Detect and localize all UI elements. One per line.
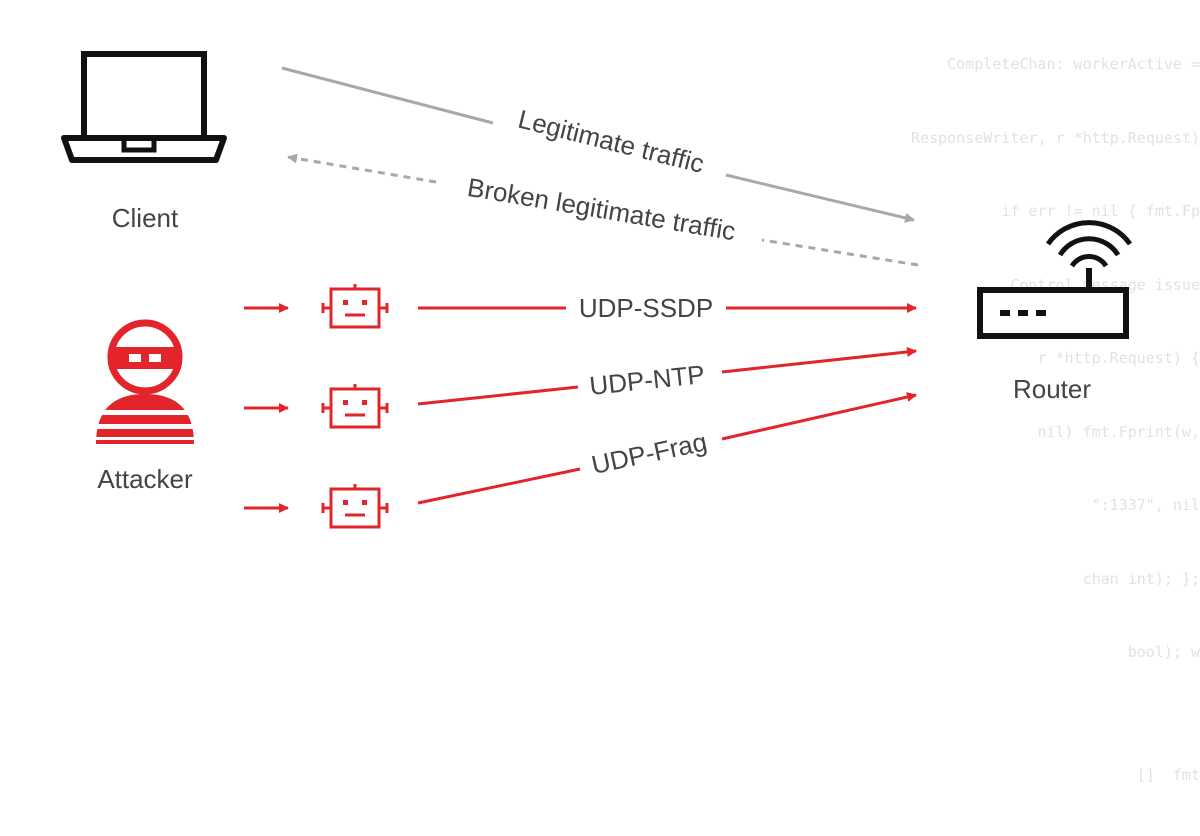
udp-ntp-link: UDP-NTP <box>417 346 917 406</box>
client-label: Client <box>112 203 179 233</box>
legitimate-traffic-label: Legitimate traffic <box>515 104 707 179</box>
bot-icon <box>321 484 389 529</box>
code-line: ResponseWriter, r *http.Request) <box>911 128 1200 147</box>
bot-icon <box>321 284 389 329</box>
code-line: bool); w <box>1127 643 1200 661</box>
code-line: chan int); }; <box>1082 569 1200 588</box>
attacker-label: Attacker <box>97 464 193 494</box>
code-line: if err != nil { fmt.Fp <box>1001 202 1200 220</box>
code-line: nil) fmt.Fprint(w, <box>1037 422 1200 441</box>
udp-ntp-label: UDP-NTP <box>588 359 706 401</box>
diagram-canvas: CompleteChan: workerActive = ResponseWri… <box>61 51 1200 784</box>
router-icon <box>977 220 1133 339</box>
code-line: r *http.Request) { <box>1037 349 1200 367</box>
code-line: CompleteChan: workerActive = <box>947 55 1200 73</box>
udp-frag-label: UDP-Frag <box>589 426 710 480</box>
laptop-icon <box>61 51 227 163</box>
code-line: ":1337", nil <box>1091 496 1200 514</box>
broken-traffic-link: Broken legitimate traffic <box>287 153 919 267</box>
code-line: [] fmt <box>1136 765 1200 784</box>
bot-icon <box>321 384 389 429</box>
network-diagram: Client Attacker Router <box>61 51 1133 529</box>
udp-ssdp-label: UDP-SSDP <box>579 293 713 323</box>
router-label: Router <box>1013 374 1091 404</box>
udp-frag-link: UDP-Frag <box>417 392 917 505</box>
attacker-icon <box>96 319 194 444</box>
broken-traffic-label: Broken legitimate traffic <box>465 172 737 246</box>
udp-ssdp-link: UDP-SSDP <box>418 293 917 323</box>
